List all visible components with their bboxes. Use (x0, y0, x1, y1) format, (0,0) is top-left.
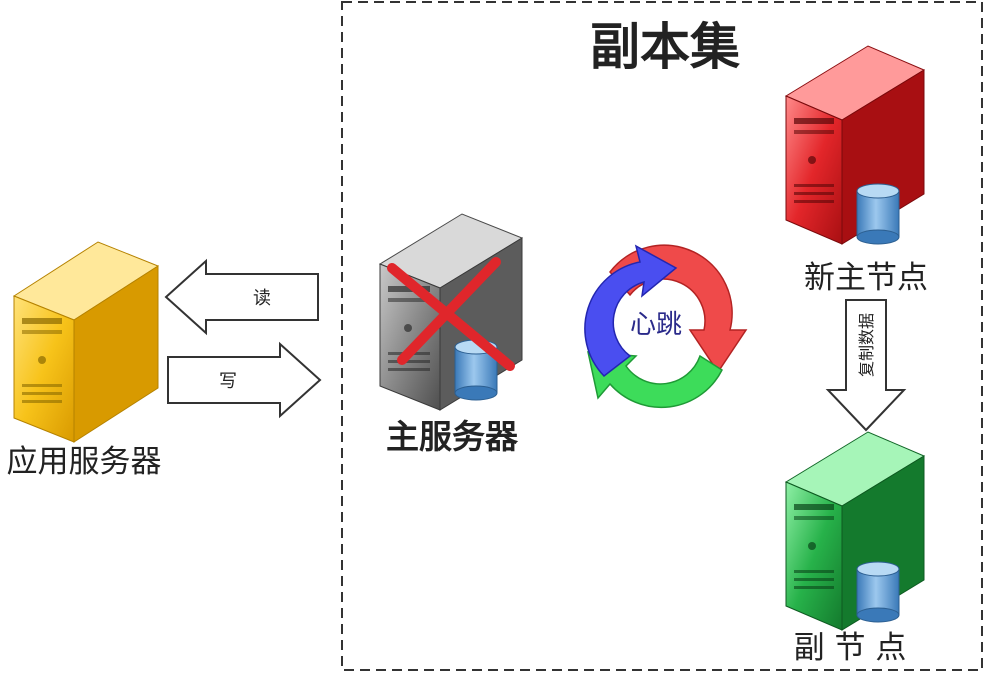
failure-cross-icon (387, 257, 515, 371)
new-primary-label: 新主节点 (804, 260, 928, 296)
app-server-label: 应用服务器 (7, 444, 162, 480)
primary-server-label: 主服务器 (386, 417, 519, 456)
secondary-server-icon (784, 431, 926, 631)
new-primary-server-icon (784, 45, 926, 245)
new-primary-database-icon (856, 183, 900, 245)
write-label: 写 (219, 371, 237, 392)
write-arrow (167, 341, 322, 419)
heartbeat-label: 心跳 (630, 310, 682, 340)
replica-set-boundary (341, 1, 983, 671)
secondary-database-icon (856, 561, 900, 623)
replicate-arrow (825, 299, 907, 432)
secondary-label: 副 节 点 (794, 630, 907, 666)
read-label: 读 (253, 288, 271, 309)
heartbeat-cycle-icon (584, 244, 748, 409)
app-server-icon (12, 241, 160, 443)
replica-set-title: 副本集 (590, 18, 740, 76)
replicate-label: 复制数据 (857, 313, 876, 377)
read-arrow (164, 258, 319, 336)
